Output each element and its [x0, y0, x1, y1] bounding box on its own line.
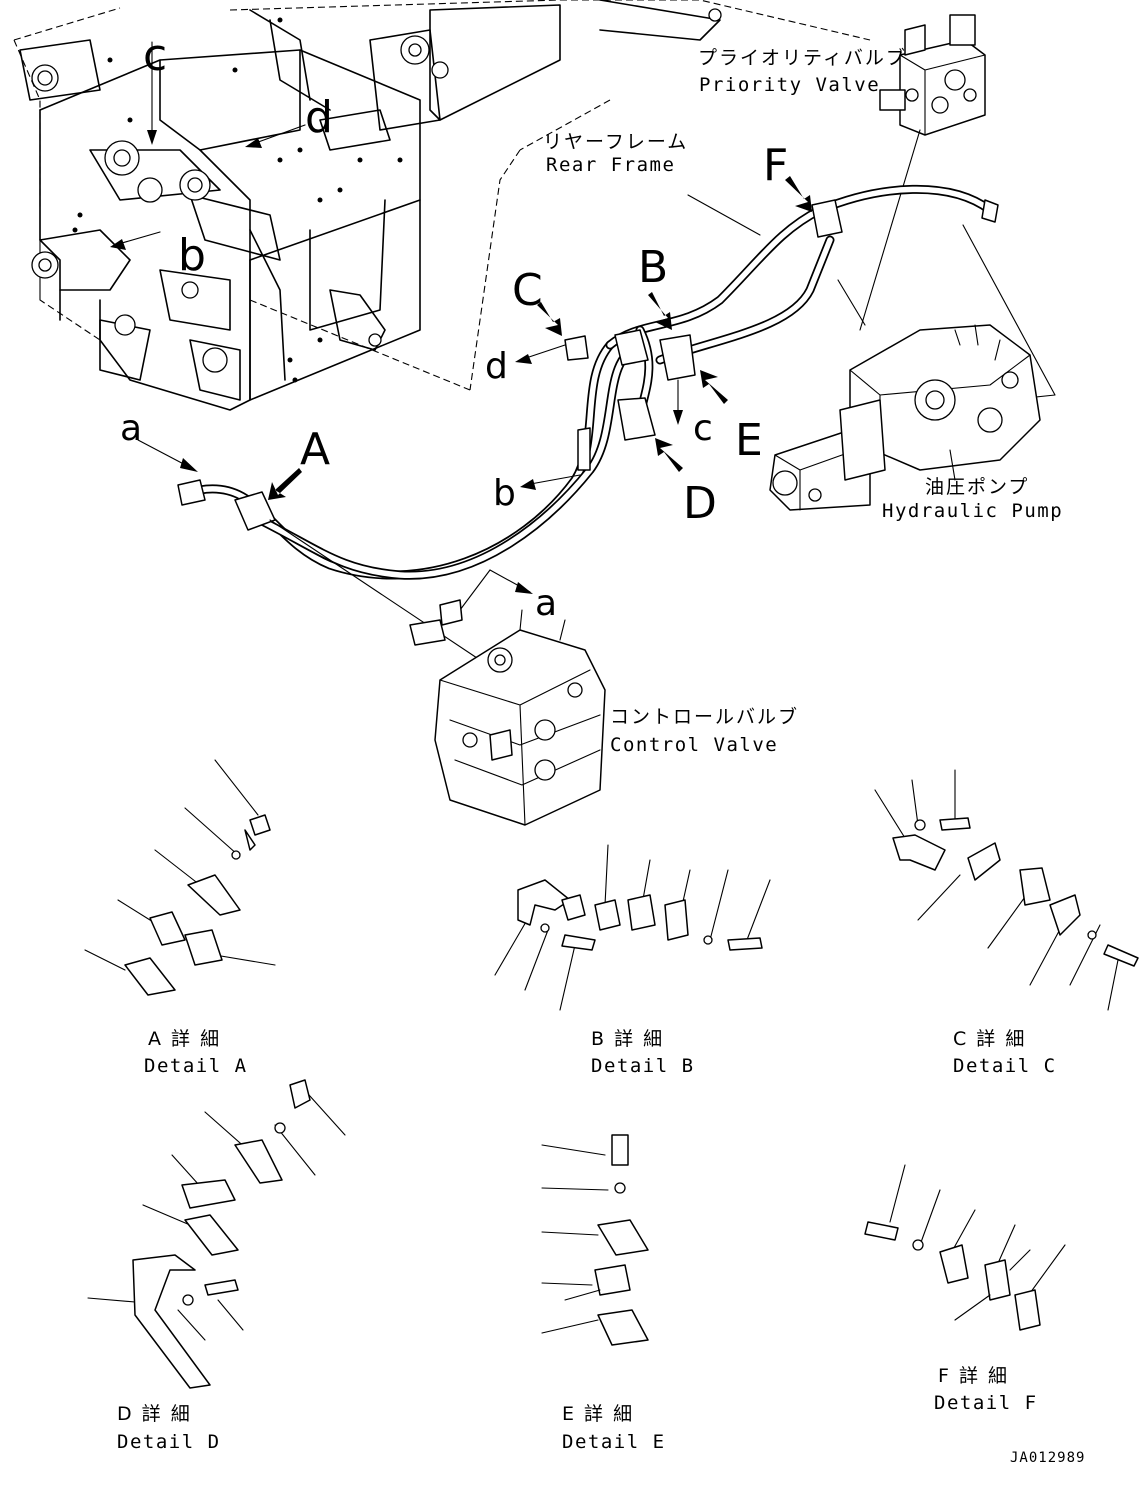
detail-C-title-jp: C 詳 細	[953, 1028, 1026, 1050]
ref-a-left: a	[120, 408, 142, 449]
callout-C: C	[512, 265, 543, 316]
detail-E-title-en: Detail E	[562, 1431, 666, 1453]
ref-b-frame: b	[178, 230, 206, 281]
callout-B: B	[638, 242, 668, 293]
priority-valve-drawing	[859, 14, 986, 331]
hose-assembly	[137, 184, 1056, 661]
ref-d-frame: d	[305, 92, 333, 143]
callout-A: A	[300, 424, 330, 475]
control-valve-drawing	[409, 599, 606, 826]
drawing-code: JA012989	[1010, 1450, 1085, 1466]
ref-c-pipe: c	[693, 408, 713, 449]
control-valve-label-en: Control Valve	[610, 734, 778, 756]
detail-B-drawing	[494, 844, 771, 1011]
detail-C-drawing	[874, 769, 1139, 1011]
hydraulic-pump-label-en: Hydraulic Pump	[882, 500, 1063, 522]
detail-F-drawing	[864, 1164, 1066, 1331]
detail-D-title-jp: D 詳 細	[117, 1403, 192, 1425]
callout-D: D	[683, 478, 717, 529]
detail-E-drawing	[541, 1134, 649, 1346]
ref-d-pipe: d	[485, 346, 508, 387]
callout-F: F	[763, 140, 788, 191]
ref-b-pipe: b	[493, 473, 516, 514]
detail-D-title-en: Detail D	[117, 1431, 221, 1453]
detail-F-title-jp: F 詳 細	[938, 1365, 1009, 1387]
callout-E: E	[735, 415, 763, 466]
rear-frame-label-en: Rear Frame	[546, 154, 675, 176]
ref-a-valve: a	[535, 583, 557, 624]
rear-frame-drawing	[13, 0, 871, 411]
priority-valve-label-jp: プライオリティバルブ	[698, 46, 907, 69]
priority-valve-label-en: Priority Valve	[699, 74, 880, 96]
ref-c-frame: c	[143, 30, 167, 81]
detail-A-drawing	[84, 759, 276, 996]
detail-E-title-jp: E 詳 細	[562, 1403, 634, 1425]
detail-B-title-jp: B 詳 細	[591, 1028, 664, 1050]
hydraulic-pump-label-jp: 油圧ポンプ	[925, 476, 1029, 498]
detail-F-title-en: Detail F	[934, 1392, 1038, 1414]
rear-frame-label-jp: リヤーフレーム	[543, 131, 688, 153]
callout-arrows	[268, 176, 812, 500]
control-valve-label-jp: コントロールバルブ	[610, 705, 799, 728]
hydraulic-pump-drawing	[769, 324, 1041, 511]
detail-A-title-en: Detail A	[144, 1055, 248, 1077]
detail-B-title-en: Detail B	[591, 1055, 695, 1077]
detail-A-title-jp: A 詳 細	[148, 1028, 221, 1050]
detail-D-drawing	[87, 1079, 346, 1389]
detail-C-title-en: Detail C	[953, 1055, 1057, 1077]
